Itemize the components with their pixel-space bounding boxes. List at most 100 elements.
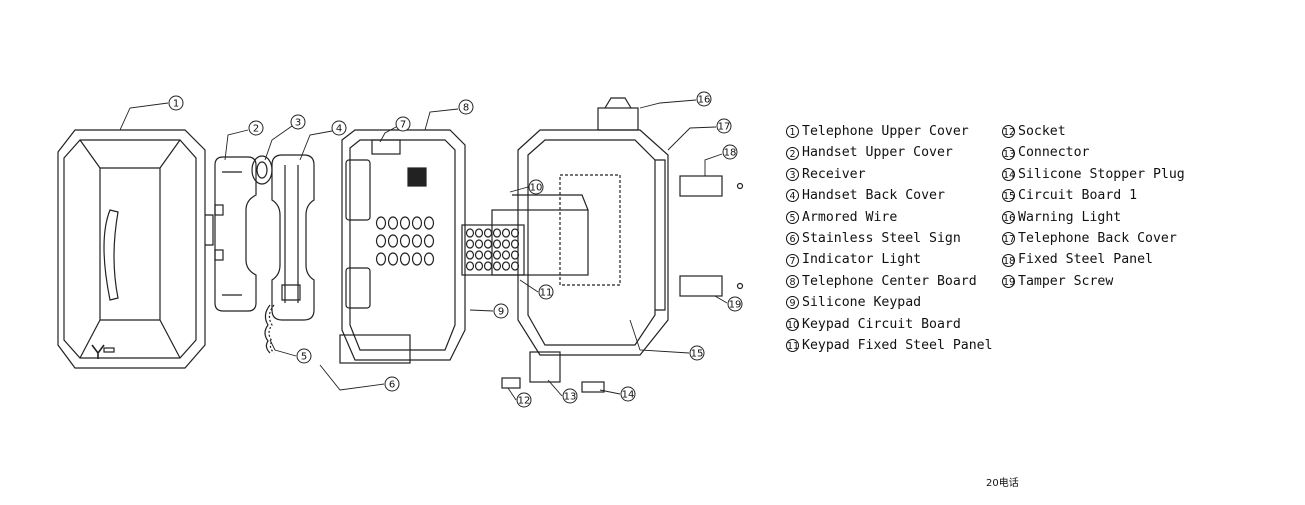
leader-line	[629, 319, 690, 354]
callout-number: 4	[336, 124, 342, 135]
legend-number: 2	[786, 146, 799, 160]
callout-number: 12	[518, 396, 531, 407]
silicone-key	[483, 228, 493, 238]
callout-number: 18	[724, 148, 737, 159]
callout-circle	[168, 95, 184, 111]
leader-line	[264, 125, 293, 161]
leader-line	[714, 295, 728, 304]
legend-label: Warning Light	[1018, 209, 1122, 225]
keypad-key	[399, 252, 411, 266]
legend-number: 1	[786, 125, 799, 139]
callout-circle	[620, 386, 636, 402]
armored-wire	[264, 304, 275, 354]
leader-line	[469, 309, 494, 312]
legend-number: 4	[786, 189, 799, 203]
callout-number: 13	[564, 392, 577, 403]
silicone-key	[492, 228, 502, 238]
callout-circle	[528, 179, 544, 195]
keypad-key	[399, 234, 411, 248]
silicone-key	[483, 250, 493, 260]
callout-circle	[493, 303, 509, 319]
keypad-key	[423, 216, 435, 230]
legend-label: Tamper Screw	[1018, 273, 1114, 289]
legend-number: 11	[786, 339, 800, 353]
legend-number: 19	[1002, 274, 1016, 288]
callout-circle	[248, 120, 264, 136]
legend-number: 3	[786, 167, 799, 181]
callout-number: 3	[295, 118, 301, 129]
legend-number: 5	[786, 210, 799, 224]
keypad-key	[375, 252, 387, 266]
leader-line	[379, 126, 397, 143]
leader-line	[704, 153, 723, 176]
leader-line	[424, 108, 459, 131]
telephone-upper-cover	[57, 129, 214, 369]
callout-number: 7	[400, 120, 406, 131]
callout-number: 10	[530, 183, 543, 194]
leader-line	[507, 387, 517, 401]
legend-label: Telephone Upper Cover	[802, 124, 969, 139]
callout-number: 9	[498, 307, 504, 318]
leader-line	[319, 364, 385, 391]
callout-circle	[538, 284, 554, 300]
legend-number: 13	[1002, 146, 1016, 160]
silicone-key	[474, 250, 484, 260]
callout-number: 14	[622, 390, 635, 401]
telephone-center-board	[339, 129, 466, 364]
silicone-key	[492, 250, 502, 260]
fixed-steel-panel	[679, 175, 744, 297]
legend-label: Fixed Steel Panel	[1018, 252, 1153, 268]
callout-circle	[516, 392, 532, 408]
legend-label: Receiver	[802, 166, 866, 182]
legend-label: Indicator Light	[802, 252, 922, 268]
handset-back-cover	[271, 154, 315, 321]
silicone-key	[465, 250, 475, 260]
legend-number: 16	[1002, 210, 1016, 224]
leader-line	[639, 99, 697, 109]
callout-circle	[689, 345, 705, 361]
keypad-key	[411, 216, 423, 230]
silicone-key	[465, 228, 475, 238]
silicone-key	[501, 228, 511, 238]
silicone-key	[483, 261, 493, 271]
silicone-key	[483, 239, 493, 249]
keypad-key	[411, 234, 423, 248]
callout-number: 5	[301, 352, 307, 363]
legend-label: Telephone Center Board	[802, 273, 977, 289]
legend-number: 8	[786, 274, 799, 288]
keypad-key	[399, 216, 411, 230]
legend-label: Stainless Steel Sign	[802, 230, 961, 246]
keypad-circuit-board	[461, 194, 589, 276]
silicone-key	[492, 239, 502, 249]
keypad-key	[387, 234, 399, 248]
leader-line	[599, 389, 621, 395]
legend-label: Socket	[1018, 124, 1066, 139]
callout-number: 1	[173, 99, 179, 110]
legend-number: 10	[786, 317, 800, 331]
legend-label: Handset Upper Cover	[802, 145, 953, 161]
handset-upper-cover	[214, 156, 257, 312]
callout-circle	[562, 388, 578, 404]
legend-number: 9	[786, 296, 799, 310]
legend-label: Connector	[1018, 145, 1090, 161]
legend-number: 14	[1002, 167, 1016, 181]
callout-number: 17	[718, 122, 731, 133]
silicone-key	[501, 239, 511, 249]
legend-label: Armored Wire	[802, 209, 898, 225]
receiver	[251, 155, 273, 185]
